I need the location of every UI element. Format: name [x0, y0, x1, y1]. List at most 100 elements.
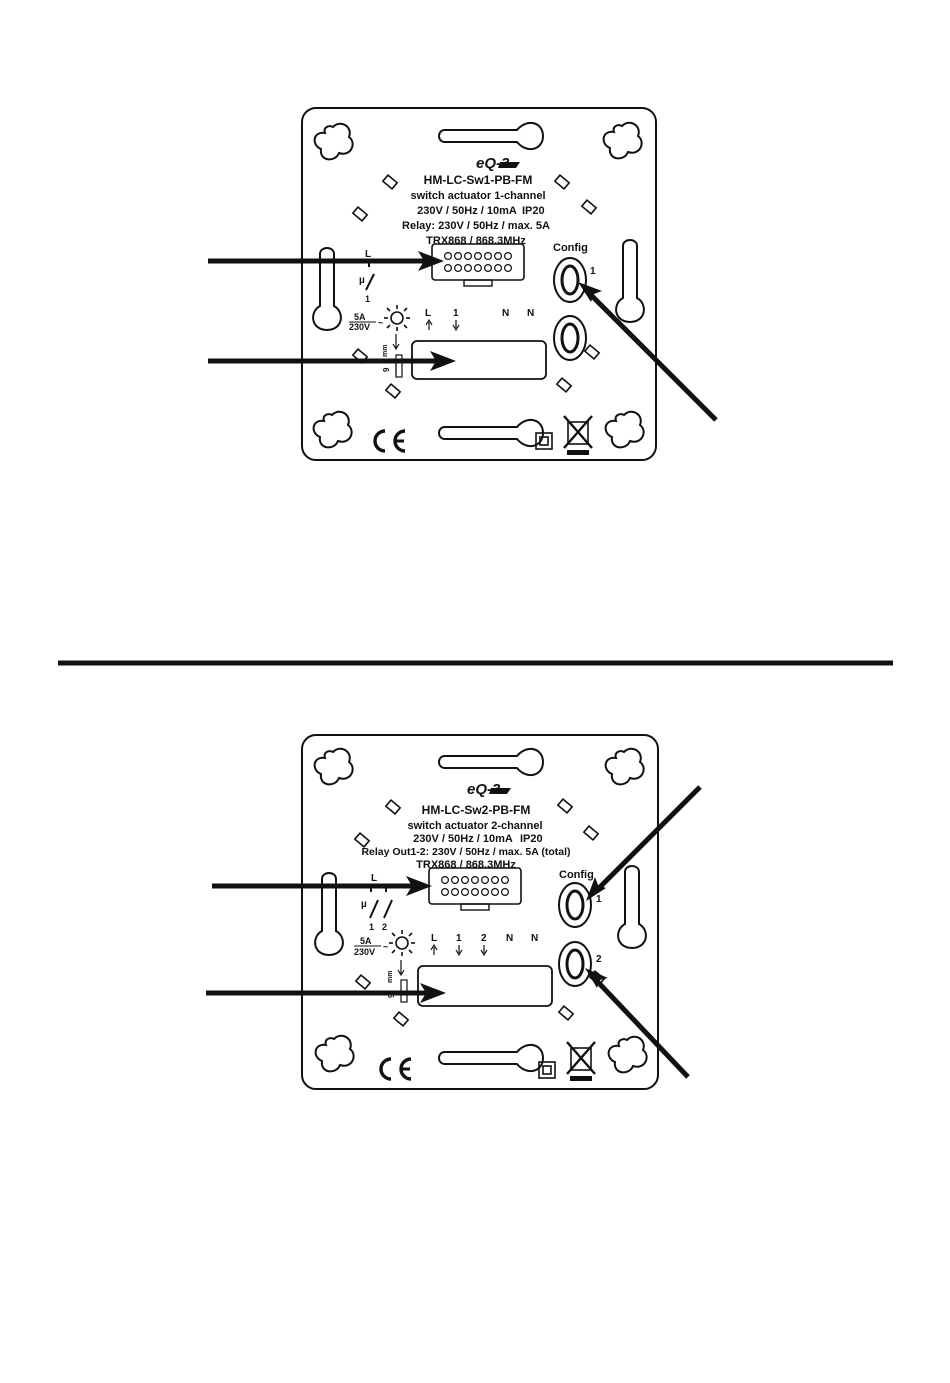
ce-mark [373, 429, 407, 453]
mount-hole-icon [312, 410, 353, 449]
description-label: switch actuator 1-channel [410, 190, 545, 202]
relay-contact-icon: L µ 1 [359, 249, 375, 304]
mount-hole-icon [607, 1035, 648, 1074]
latch-icon [382, 174, 398, 190]
device-2: eQ-3 HM-LC-Sw2-PB-FM switch actuator 2-c… [206, 734, 702, 1090]
protection-label: IP20 [522, 205, 545, 217]
latch-icon [556, 377, 572, 393]
model-label: HM-LC-Sw2-PB-FM [422, 803, 531, 817]
svg-text:N: N [531, 933, 538, 944]
terminal-labels: L 1 N N [425, 308, 534, 332]
relay-label: Relay Out1-2: 230V / 50Hz / max. 5A (tot… [361, 846, 570, 858]
supply-label: 230V / 50Hz / 10mA [417, 205, 517, 217]
screw-slot-icon [438, 1043, 544, 1073]
relay-label: Relay: 230V / 50Hz / max. 5A [402, 220, 550, 232]
strip-length-icon: mm 9 [387, 960, 408, 1003]
brand-logo: eQ-3 [476, 155, 520, 172]
latch-icon [558, 1005, 574, 1021]
rating-label: 5A 230V ~ [354, 936, 388, 957]
lamp-icon [383, 304, 411, 332]
svg-text:5A: 5A [360, 936, 372, 946]
mount-hole-icon [604, 747, 645, 786]
svg-text:N: N [502, 308, 509, 319]
screw-slot-icon [438, 418, 544, 448]
latch-icon [557, 798, 573, 814]
relay-contact-icon: L µ 1 2 [361, 873, 393, 932]
svg-text:µ: µ [361, 899, 367, 910]
latch-icon [355, 974, 371, 990]
arrow-terminal-block [206, 983, 446, 1003]
channel-number: 1 [596, 894, 602, 905]
svg-text:2: 2 [382, 922, 387, 932]
latch-icon [354, 832, 370, 848]
channel-button-blank[interactable] [552, 314, 588, 362]
svg-text:L: L [425, 308, 431, 319]
latch-icon [393, 1011, 409, 1027]
config-label: Config [559, 869, 594, 881]
svg-text:9: 9 [382, 367, 391, 372]
description-label: switch actuator 2-channel [407, 820, 542, 832]
svg-text:L: L [371, 873, 377, 884]
double-insulation-icon [535, 432, 553, 450]
screw-slot-icon [438, 747, 544, 777]
ce-mark [379, 1057, 413, 1081]
svg-text:mm: mm [382, 345, 389, 357]
latch-icon [554, 174, 570, 190]
screw-slot-icon [438, 121, 544, 151]
lamp-icon [388, 929, 416, 957]
brand-logo: eQ-3 [467, 781, 511, 798]
svg-text:2: 2 [481, 933, 487, 944]
arrow-terminal-block [208, 351, 456, 371]
svg-text:1: 1 [453, 308, 459, 319]
svg-text:1: 1 [456, 933, 462, 944]
svg-text:µ: µ [359, 275, 365, 286]
rating-label: 5A 230V ~ [349, 312, 383, 332]
arrow-connector [212, 876, 432, 896]
svg-text:230V: 230V [349, 322, 370, 332]
svg-text:1: 1 [365, 294, 370, 304]
latch-icon [385, 383, 401, 399]
screw-slot-icon [617, 865, 647, 949]
mount-hole-icon [602, 121, 643, 160]
arrow-channel-2-button [585, 968, 690, 1079]
svg-text:~: ~ [378, 318, 383, 328]
channel-number: 1 [590, 266, 596, 277]
arrow-config-button [586, 785, 702, 901]
svg-text:~: ~ [383, 942, 388, 952]
svg-text:mm: mm [387, 971, 394, 983]
arrow-config-button [578, 282, 718, 422]
terminal-block [417, 965, 553, 1007]
connector-icon [428, 867, 522, 911]
svg-text:N: N [506, 933, 513, 944]
arrow-connector [208, 251, 444, 271]
screw-slot-icon [615, 239, 645, 323]
latch-icon [584, 344, 600, 360]
radio-label: TRX868 / 868.3MHz [426, 235, 526, 247]
mount-hole-icon [314, 1034, 355, 1073]
supply-label: 230V / 50Hz / 10mA [413, 833, 513, 845]
config-button[interactable] [557, 881, 593, 929]
svg-text:230V: 230V [354, 947, 375, 957]
model-label: HM-LC-Sw1-PB-FM [424, 173, 533, 187]
radio-label: TRX868 / 868.3MHz [416, 859, 516, 871]
config-label: Config [553, 242, 588, 254]
svg-text:L: L [431, 933, 437, 944]
mount-hole-icon [313, 747, 354, 786]
protection-label: IP20 [520, 833, 543, 845]
config-button[interactable] [552, 256, 588, 304]
disposal-icon [565, 1040, 597, 1083]
device-1: eQ-3 HM-LC-Sw1-PB-FM switch actuator 1-c… [208, 107, 718, 461]
device-2-housing [301, 734, 659, 1090]
svg-text:5A: 5A [354, 312, 366, 322]
channel-2-button[interactable] [557, 940, 593, 988]
connector-icon [431, 243, 525, 287]
terminal-labels: L 1 2 N N [430, 933, 538, 957]
mount-hole-icon [313, 122, 354, 161]
strip-length-icon: mm 9 [382, 334, 403, 378]
latch-icon [583, 825, 599, 841]
mount-hole-icon [604, 410, 645, 449]
latch-icon [581, 199, 597, 215]
latch-icon [385, 799, 401, 815]
latch-icon [352, 206, 368, 222]
